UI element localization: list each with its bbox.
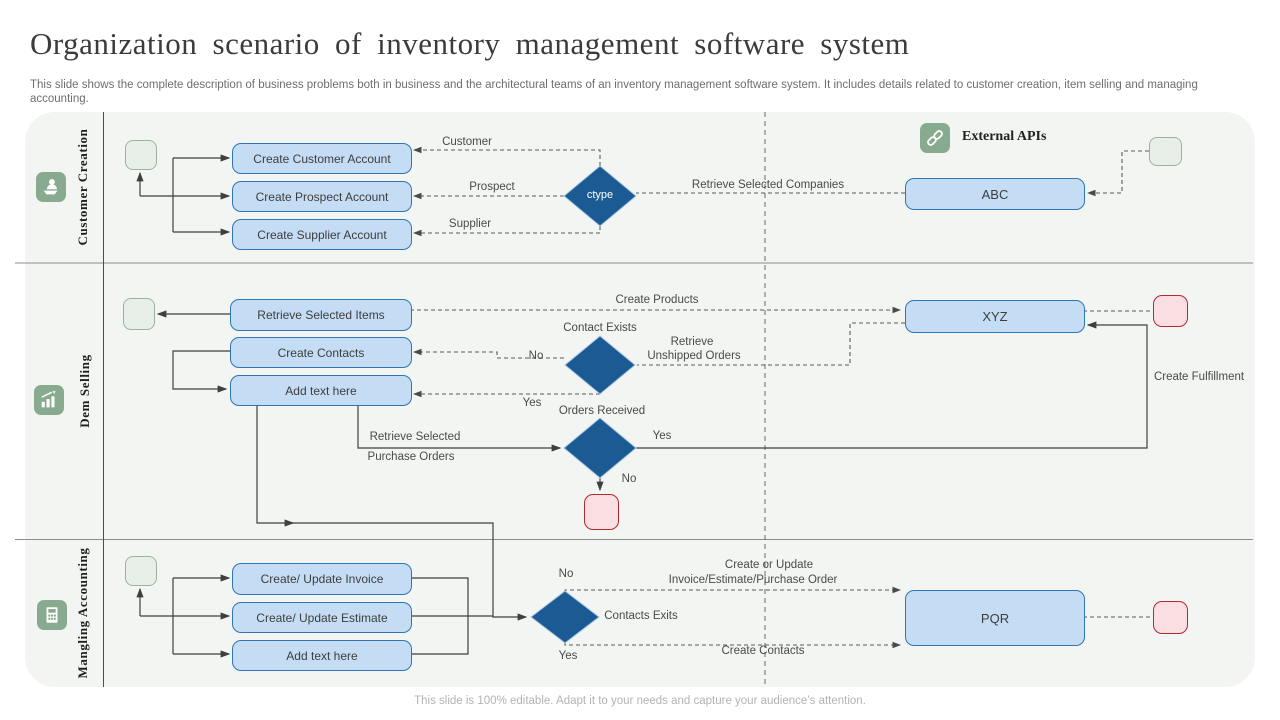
edge-label-no-orders: No <box>621 473 637 485</box>
ctype-decision-label: ctype <box>586 189 614 201</box>
orders-received-decision <box>563 417 637 479</box>
edge-label-retrieve-companies: Retrieve Selected Companies <box>691 179 845 191</box>
decision-label-orders-received: Orders Received <box>558 405 646 417</box>
edge-label-invoice-estimate: Invoice/Estimate/Purchase Order <box>668 574 838 586</box>
start-node-selling <box>123 298 155 330</box>
lane-label-dem-selling: Dem Selling <box>77 354 92 428</box>
edge-label-create-products: Create Products <box>615 294 699 306</box>
edge-label-create-contacts: Create Contacts <box>721 645 805 657</box>
end-node-pqr <box>1153 601 1188 634</box>
abc-api-box: ABC <box>905 178 1085 210</box>
contact-exists-decision <box>564 335 636 395</box>
edge-label-create-fulfillment: Create Fulfillment <box>1153 371 1245 383</box>
bar-chart-icon <box>34 385 64 415</box>
contacts-exits-decision <box>530 590 600 644</box>
create-update-invoice-box: Create/ Update Invoice <box>232 563 412 595</box>
start-node-external <box>1149 137 1182 166</box>
calculator-glyph <box>46 607 58 623</box>
xyz-api-box: XYZ <box>905 300 1085 333</box>
pqr-api-box: PQR <box>905 590 1085 646</box>
decision-label-contacts-exits: Contacts Exits <box>604 610 678 622</box>
customer-hand-glyph <box>43 179 58 195</box>
create-supplier-account-box: Create Supplier Account <box>232 219 412 250</box>
add-text-here-selling-box: Add text here <box>230 375 412 406</box>
edge-label-create-or-update: Create or Update <box>724 559 814 571</box>
decision-label-contact-exists: Contact Exists <box>563 322 637 334</box>
edge-label-yes-contact: Yes <box>522 397 542 409</box>
create-prospect-account-box: Create Prospect Account <box>232 181 412 212</box>
lane-label-mangling-accounting: Mangling Accounting <box>75 547 90 679</box>
ctype-decision <box>563 165 637 227</box>
solid-connectors <box>136 154 1148 658</box>
edge-label-yes-contacts: Yes <box>558 650 578 662</box>
decision-diamonds <box>530 165 637 644</box>
edge-label-no-contacts: No <box>558 568 574 580</box>
edge-label-purchase-orders: Purchase Orders <box>367 451 455 463</box>
retrieve-selected-items-box: Retrieve Selected Items <box>230 299 412 331</box>
start-node-customer <box>125 140 157 170</box>
edge-label-retrieve-unshipped-2: Unshipped Orders <box>647 350 741 362</box>
add-text-here-accounting-box: Add text here <box>232 640 412 671</box>
edge-label-supplier: Supplier <box>448 218 492 230</box>
start-node-accounting <box>125 556 157 586</box>
edge-label-retrieve-unshipped-1: Retrieve <box>670 336 714 348</box>
slide-subtitle: This slide shows the complete descriptio… <box>30 79 1198 105</box>
chain-link-icon <box>920 123 950 153</box>
bar-chart-glyph <box>41 390 56 408</box>
create-update-estimate-box: Create/ Update Estimate <box>232 602 412 633</box>
external-apis-heading: External APIs <box>962 129 1047 144</box>
edge-label-retrieve-selected: Retrieve Selected <box>369 431 461 443</box>
customer-hand-icon <box>36 172 66 202</box>
edge-label-prospect: Prospect <box>469 181 515 193</box>
edge-label-customer: Customer <box>442 136 492 148</box>
create-customer-account-box: Create Customer Account <box>232 143 412 174</box>
edge-label-yes-orders: Yes <box>652 430 672 442</box>
calculator-icon <box>37 600 67 630</box>
lane-label-customer-creation: Customer Creation <box>75 128 90 246</box>
end-node-xyz <box>1153 295 1188 327</box>
create-contacts-box: Create Contacts <box>230 337 412 368</box>
edge-label-no-contact: No <box>528 350 544 362</box>
slide-footer: This slide is 100% editable. Adapt it to… <box>414 695 866 707</box>
end-node-orders <box>584 494 619 530</box>
chain-link-glyph <box>927 130 943 146</box>
page-title: Organization scenario of inventory manag… <box>30 26 910 61</box>
